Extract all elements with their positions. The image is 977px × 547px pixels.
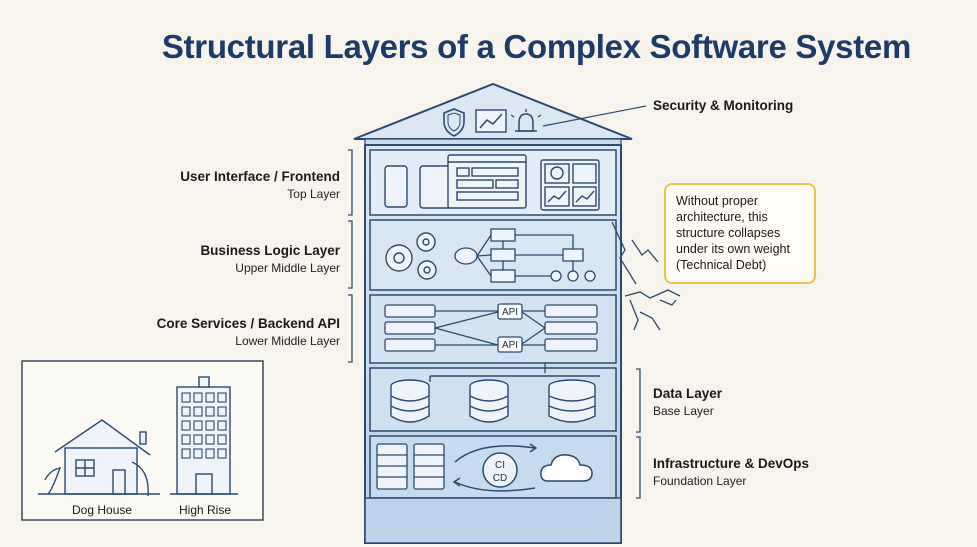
crack-marks — [611, 221, 681, 331]
server-rack-icons — [376, 443, 445, 490]
api-label-2: API — [502, 340, 518, 351]
api-label-1: API — [502, 307, 518, 318]
line-chart-icon — [475, 109, 507, 133]
alarm-bell-icon — [510, 109, 542, 132]
technical-debt-note: Without proper architecture, this struct… — [664, 183, 816, 284]
layer-label-core: Core Services / Backend API Lower Middle… — [40, 315, 340, 349]
database-icons — [390, 375, 600, 423]
cicd-cycle-icon — [452, 443, 538, 492]
dog-house-caption: Dog House — [72, 503, 133, 517]
layer-brackets-left — [348, 149, 353, 363]
page-title: Structural Layers of a Complex Software … — [161, 28, 911, 65]
ci-label: CI — [495, 460, 505, 471]
layer-name: Data Layer — [653, 386, 723, 401]
gear-icon — [385, 232, 437, 280]
layer-sub: Base Layer — [653, 404, 714, 418]
high-rise-caption: High Rise — [179, 503, 232, 517]
layer-sub: Top Layer — [287, 187, 340, 201]
dog-house-icon — [38, 419, 160, 497]
layer-brackets-right — [636, 368, 641, 499]
service-list-icons — [384, 304, 598, 373]
cloud-icon — [540, 454, 593, 482]
foundation — [364, 497, 622, 544]
layer-label-logic: Business Logic Layer Upper Middle Layer — [40, 242, 340, 276]
layer-name: User Interface / Frontend — [180, 169, 340, 184]
database-icon — [469, 379, 509, 423]
security-monitoring-label: Security & Monitoring — [653, 98, 794, 113]
shield-icon — [443, 108, 465, 137]
process-flow-icon — [454, 228, 596, 283]
frontend-icons — [384, 154, 600, 211]
layer-sub: Foundation Layer — [653, 474, 747, 488]
layer-name: Business Logic Layer — [200, 243, 340, 258]
database-icon — [390, 379, 430, 423]
layer-label-ui: User Interface / Frontend Top Layer — [40, 168, 340, 202]
database-icon — [548, 379, 596, 423]
api-badges — [497, 303, 523, 353]
layer-sub: Lower Middle Layer — [235, 334, 340, 348]
cd-label: CD — [493, 473, 507, 484]
layer-sub: Upper Middle Layer — [235, 261, 340, 275]
layer-label-infra: Infrastructure & DevOps Foundation Layer — [653, 455, 809, 489]
tablet-icon — [419, 165, 453, 209]
layer-name: Core Services / Backend API — [156, 316, 340, 331]
high-rise-icon — [170, 376, 238, 495]
layer-label-data: Data Layer Base Layer — [653, 385, 722, 419]
phone-icon — [384, 165, 408, 208]
layer-name: Infrastructure & DevOps — [653, 456, 810, 471]
